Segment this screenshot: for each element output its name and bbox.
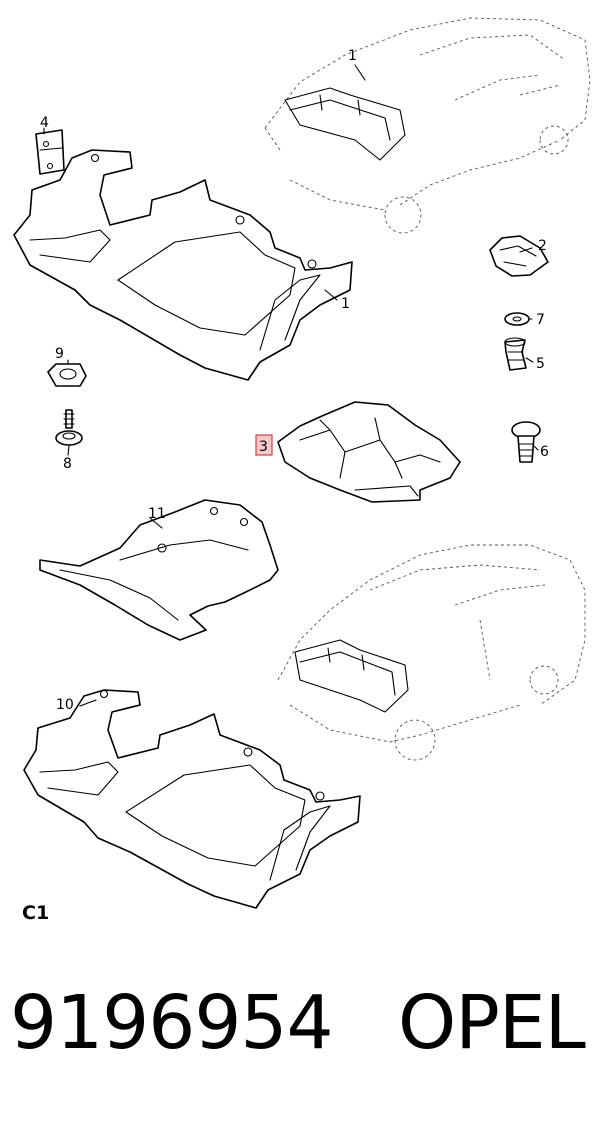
callout-6: 6 (540, 444, 549, 460)
callout-11: 11 (148, 506, 166, 522)
callout-10: 10 (56, 697, 74, 713)
callout-7: 7 (536, 312, 545, 328)
callout-3: 3 (259, 439, 268, 455)
part-number: 9196954 (10, 980, 334, 1066)
car-mpv-illustration (277, 544, 586, 761)
callout-8: 8 (63, 456, 72, 472)
page-code: C1 (22, 902, 50, 924)
callout-2: 2 (538, 238, 547, 254)
part-5-push-clip (504, 337, 527, 371)
callout-3-highlight (255, 434, 273, 456)
part-2-clip (489, 235, 549, 277)
part-9-clip (47, 363, 87, 387)
brand-name: OPEL (398, 980, 586, 1066)
part-11-shield (39, 499, 279, 641)
part-4-bracket (35, 129, 65, 175)
callout-1: 1 (348, 48, 357, 64)
callout-9: 9 (55, 346, 64, 362)
callout-1b: 1 (341, 296, 350, 312)
callout-5: 5 (536, 356, 545, 372)
part-8-screw (55, 409, 83, 446)
part-7-washer (504, 312, 530, 326)
part-10-underbody-shield (23, 689, 361, 909)
part-1-underbody-shield (13, 149, 353, 381)
part-3-cover-plate (277, 401, 461, 503)
leader-lines (43, 64, 539, 707)
callout-4: 4 (40, 115, 49, 131)
car-hatchback-illustration (264, 17, 591, 234)
part-6-bolt (511, 421, 541, 463)
